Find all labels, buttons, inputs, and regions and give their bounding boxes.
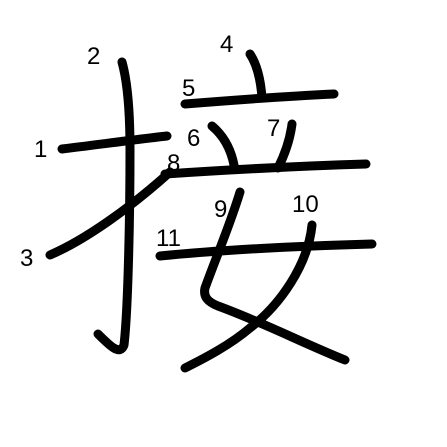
character-strokes	[45, 49, 377, 373]
stroke-2	[93, 57, 135, 355]
stroke-number-2: 2	[87, 43, 100, 70]
stroke-number-3: 3	[20, 245, 33, 272]
stroke-4	[245, 49, 267, 103]
stroke-number-9: 9	[214, 196, 227, 223]
stroke-numbers: 1 2 3 4 5 6 7 8 9 10 11	[20, 31, 319, 272]
stroke-number-4: 4	[220, 31, 233, 58]
stroke-number-1: 1	[34, 136, 47, 163]
stroke-9	[200, 187, 350, 365]
stroke-3	[45, 167, 175, 260]
stroke-number-6: 6	[187, 125, 200, 152]
stroke-10	[180, 220, 317, 373]
stroke-8	[160, 159, 371, 179]
stroke-5	[180, 89, 339, 109]
stroke-number-11: 11	[156, 225, 181, 252]
stroke-6	[207, 121, 239, 170]
stroke-number-10: 10	[292, 191, 319, 218]
stroke-11	[155, 239, 377, 261]
stroke-1	[57, 131, 172, 154]
stroke-number-5: 5	[182, 75, 195, 102]
stroke-number-8: 8	[167, 150, 180, 177]
stroke-number-7: 7	[267, 115, 280, 142]
